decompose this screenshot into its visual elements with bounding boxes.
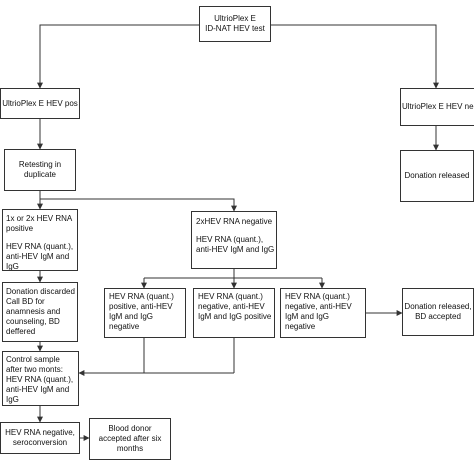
seroconversion-box: HEV RNA negative, seroconversion	[0, 422, 80, 454]
node-text: HEV RNA (quant.)	[198, 292, 263, 301]
node-text: IgG	[6, 395, 19, 404]
node-text: deffered	[6, 327, 36, 336]
node-text: seroconversion	[12, 438, 68, 447]
donor-accepted-box: Blood donor accepted after six months	[89, 418, 171, 460]
retesting-box: Retesting in duplicate	[4, 149, 76, 191]
node-text: HEV RNA (quant.),	[6, 242, 74, 251]
node-text: Retesting in	[18, 160, 62, 169]
case-all-negative-box: HEV RNA (quant.) negative, anti-HEV IgM …	[280, 288, 366, 338]
node-text: months	[116, 444, 144, 453]
node-text: positive, anti-HEV	[109, 302, 173, 311]
node-text: accepted after six	[98, 434, 162, 443]
node-text: negative	[285, 322, 316, 331]
node-text: Control sample	[6, 355, 60, 364]
edge-test-to-pos	[37, 24, 199, 89]
node-text: counseling, BD	[6, 317, 60, 326]
node-text: UltrioPlex E	[214, 14, 256, 23]
line-gap	[196, 227, 272, 235]
node-text: negative, anti-HEV	[285, 302, 352, 311]
node-text: IgG	[6, 262, 19, 271]
node-text: Donation discarded	[6, 287, 75, 296]
ultrioplex-test-box: UltrioPlex E ID-NAT HEV test	[199, 6, 271, 42]
node-text: IgM and IgG	[285, 312, 330, 321]
rna-negative-box: 2xHEV RNA negative HEV RNA (quant.), ant…	[191, 211, 277, 269]
node-text: HEV RNA negative,	[5, 428, 75, 437]
node-text: positive	[6, 224, 34, 233]
donation-released-box: Donation released	[400, 150, 474, 202]
case-rna-positive-box: HEV RNA (quant.) positive, anti-HEV IgM …	[104, 288, 186, 338]
rna-positive-box: 1x or 2x HEV RNA positive HEV RNA (quant…	[2, 209, 78, 271]
node-text: anamnesis and	[6, 307, 61, 316]
case-igg-positive-box: HEV RNA (quant.) negative, anti-HEV IgM …	[193, 288, 275, 338]
node-text: Blood donor	[108, 424, 152, 433]
node-text: anti-HEV IgM and IgG	[196, 245, 275, 254]
node-text: IgM and IgG positive	[198, 312, 272, 321]
edge-cases-to-control	[79, 338, 235, 373]
node-text: 2xHEV RNA negative	[196, 217, 273, 226]
control-sample-box: Control sample after two monts: HEV RNA …	[2, 351, 79, 406]
node-text: UltrioPlex E HEV neg	[401, 102, 474, 111]
node-text: 1x or 2x HEV RNA	[6, 214, 73, 223]
line-gap	[6, 234, 74, 242]
node-text: HEV RNA (quant.),	[6, 375, 74, 384]
node-text: anti-HEV IgM and	[6, 252, 70, 261]
node-text: duplicate	[23, 170, 57, 179]
edge-negative-to-cases	[144, 269, 322, 279]
node-text: HEV RNA (quant.),	[196, 235, 264, 244]
node-text: anti-HEV IgM and	[6, 385, 70, 394]
hev-positive-box: UltrioPlex E HEV pos	[0, 88, 80, 119]
node-text: ID-NAT HEV test	[205, 24, 265, 33]
node-text: after two monts:	[6, 365, 63, 374]
node-text: UltrioPlex E HEV pos	[2, 98, 78, 108]
node-text: HEV RNA (quant.)	[109, 292, 174, 301]
donation-released-accepted-box: Donation released, BD accepted	[402, 288, 474, 336]
edge-test-to-neg	[271, 24, 439, 89]
node-text: HEV RNA (quant.)	[285, 292, 350, 301]
edge-retest-to-negative	[40, 198, 237, 212]
node-text: negative, anti-HEV	[198, 302, 265, 311]
node-text: Call BD for	[6, 297, 45, 306]
hev-negative-box: UltrioPlex E HEV neg	[400, 88, 474, 126]
node-text: negative	[109, 322, 140, 331]
node-text: IgM and IgG	[109, 312, 154, 321]
node-text: Donation released	[404, 171, 470, 180]
donation-discarded-box: Donation discarded Call BD for anamnesis…	[2, 282, 78, 342]
node-text: Donation released,	[404, 302, 472, 311]
node-text: BD accepted	[415, 312, 461, 321]
